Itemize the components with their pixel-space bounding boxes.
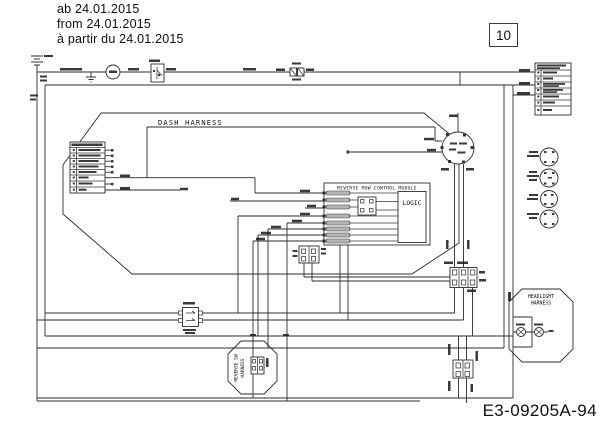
module-title: REVERSE MOW CONTROL MODULE [337,186,417,192]
reverse-sw-harness-label-1: REVERSE SW [234,354,240,381]
drawing-number: E3-09205A-94 [482,401,597,420]
battery-icon [30,55,53,101]
headlight-bulb-icon-left [516,323,526,337]
module-pin-terminals [322,190,351,244]
dash-harness-label: DASH HARNESS [158,119,223,127]
module-output-connector [292,245,326,264]
connector-b [448,344,478,392]
ignition-switch [346,114,475,171]
dash-harness-outline: DASH HARNESS [62,112,460,275]
round-connector-2 [527,168,559,188]
note-line-de: ab 24.01.2015 [57,2,140,16]
headlight-bulb-icon-right [534,323,544,337]
reverse-sw-harness-label-2: HARNESS [240,358,246,377]
round-connector-3 [527,190,558,208]
wire-network [36,65,548,403]
reverse-switch-harness-outline: REVERSE SW HARNESS [227,334,289,395]
round-connector-1 [527,147,559,167]
note-line-en: from 24.01.2015 [57,17,152,31]
headlight-harness-outline: HEADLIGHT HARNESS [508,288,574,363]
module-relay-icon [357,196,377,216]
round-connector-4 [527,209,559,229]
page-number: 10 [495,27,512,43]
logic-box [397,191,427,243]
inline-fuse-icon [276,62,314,81]
headlight-harness-label-1: HEADLIGHT [528,294,554,300]
ground-icon [86,76,96,83]
bottom-relay-icon [178,302,203,334]
reverse-mow-control-module: REVERSE MOW CONTROL MODULE LOGIC [231,182,431,246]
logic-label: LOGIC [403,200,422,207]
top-wire-labels [60,68,256,71]
dash-connector-table [69,141,188,194]
page-number-badge: 10 [489,23,518,47]
headlight-harness-label-2: HARNESS [531,301,551,307]
solenoid-relay-icon [149,59,165,83]
key-switch-pinout-table [517,62,572,116]
reverse-switch-connector [250,356,269,375]
note-line-fr: à partir du 24.01.2015 [57,32,184,46]
connector-a [444,240,486,292]
revision-note: ab 24.01.2015 from 24.01.2015 à partir d… [57,2,184,47]
ammeter-icon [105,64,121,80]
